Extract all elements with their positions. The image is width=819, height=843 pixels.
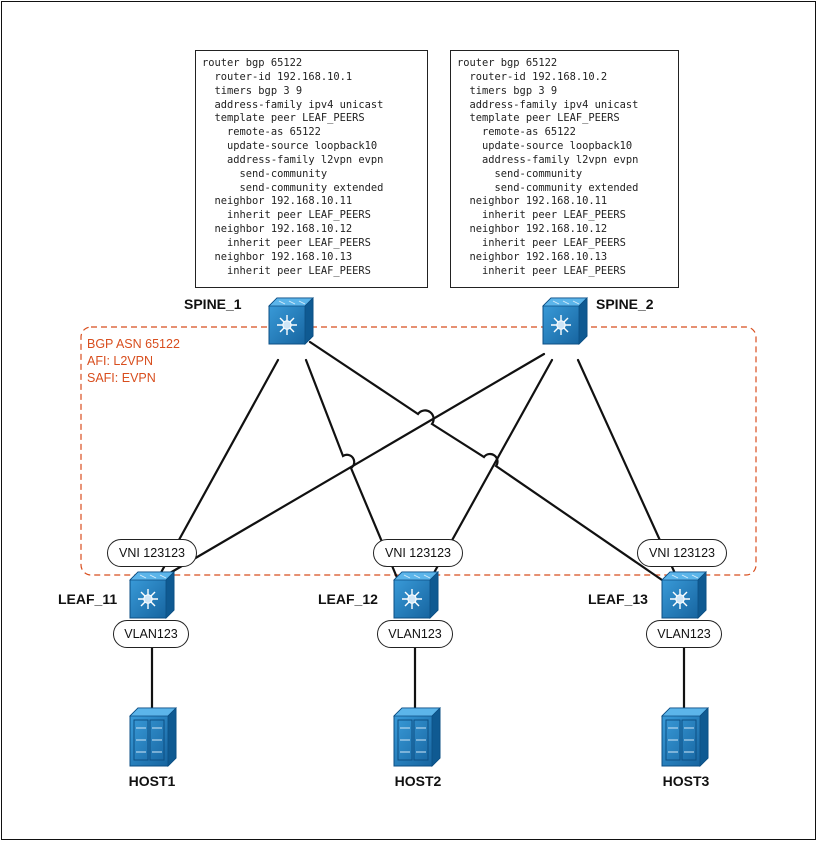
config-line: address-family l2vpn evpn	[202, 153, 384, 166]
leaf11-label: LEAF_11	[58, 591, 118, 607]
host2-label: HOST2	[394, 773, 442, 789]
host1-server-icon	[129, 707, 177, 767]
config-line: template peer LEAF_PEERS	[202, 112, 365, 125]
fabric-annotation: BGP ASN 65122 AFI: L2VPN SAFI: EVPN	[87, 336, 180, 387]
config-line: send-community extended	[457, 181, 639, 194]
leaf12-vlan-badge: VLAN123	[377, 620, 453, 648]
leaf11-vni-badge: VNI 123123	[107, 539, 197, 567]
fabric-safi: SAFI: EVPN	[87, 371, 156, 385]
config-line: send-community extended	[202, 181, 384, 194]
host3-label: HOST3	[662, 773, 710, 789]
config-line: neighbor 192.168.10.12	[457, 223, 608, 236]
spine2-bgp-config: router bgp 65122 router-id 192.168.10.2 …	[450, 50, 679, 288]
fabric-afi: AFI: L2VPN	[87, 354, 153, 368]
config-line: neighbor 192.168.10.12	[202, 223, 353, 236]
config-line: router bgp 65122	[457, 57, 558, 69]
spine1-bgp-config: router bgp 65122 router-id 192.168.10.1 …	[195, 50, 428, 288]
host1-label: HOST1	[128, 773, 176, 789]
link-spine2-leaf11	[156, 352, 546, 582]
spine1-switch-icon	[268, 297, 314, 345]
config-line: neighbor 192.168.10.11	[457, 195, 608, 208]
config-line: update-source loopback10	[202, 140, 378, 153]
config-line: inherit peer LEAF_PEERS	[202, 236, 371, 249]
config-line: send-community	[457, 167, 583, 180]
config-line: router bgp 65122	[202, 57, 303, 69]
config-line: inherit peer LEAF_PEERS	[457, 236, 626, 249]
config-line: inherit peer LEAF_PEERS	[202, 209, 371, 222]
leaf12-vni-badge: VNI 123123	[373, 539, 463, 567]
config-line: remote-as 65122	[457, 126, 576, 139]
host3-server-icon	[661, 707, 709, 767]
config-line: neighbor 192.168.10.11	[202, 195, 353, 208]
fabric-asn: BGP ASN 65122	[87, 337, 180, 351]
spine2-switch-icon	[542, 297, 588, 345]
config-line: router-id 192.168.10.2	[457, 70, 608, 83]
leaf11-switch-icon	[129, 571, 175, 619]
leaf11-vlan-badge: VLAN123	[113, 620, 189, 648]
config-line: neighbor 192.168.10.13	[457, 250, 608, 263]
leaf13-vlan-badge: VLAN123	[646, 620, 722, 648]
config-line: template peer LEAF_PEERS	[457, 112, 620, 125]
bgp-fabric-boundary	[80, 326, 757, 576]
config-line: send-community	[202, 167, 328, 180]
leaf12-switch-icon	[393, 571, 439, 619]
config-line: address-family l2vpn evpn	[457, 153, 639, 166]
config-line: timers bgp 3 9	[457, 84, 558, 97]
config-line: address-family ipv4 unicast	[457, 98, 639, 111]
config-line: inherit peer LEAF_PEERS	[202, 264, 371, 277]
leaf13-vni-badge: VNI 123123	[637, 539, 727, 567]
spine2-label: SPINE_2	[596, 296, 654, 312]
config-line: inherit peer LEAF_PEERS	[457, 209, 626, 222]
config-line: remote-as 65122	[202, 126, 321, 139]
spine1-label: SPINE_1	[184, 296, 242, 312]
config-line: timers bgp 3 9	[202, 84, 303, 97]
config-line: neighbor 192.168.10.13	[202, 250, 353, 263]
leaf13-switch-icon	[661, 571, 707, 619]
config-line: address-family ipv4 unicast	[202, 98, 384, 111]
config-line: router-id 192.168.10.1	[202, 70, 353, 83]
leaf12-label: LEAF_12	[318, 591, 378, 607]
config-line: inherit peer LEAF_PEERS	[457, 264, 626, 277]
host2-server-icon	[393, 707, 441, 767]
leaf13-label: LEAF_13	[588, 591, 648, 607]
config-line: update-source loopback10	[457, 140, 633, 153]
